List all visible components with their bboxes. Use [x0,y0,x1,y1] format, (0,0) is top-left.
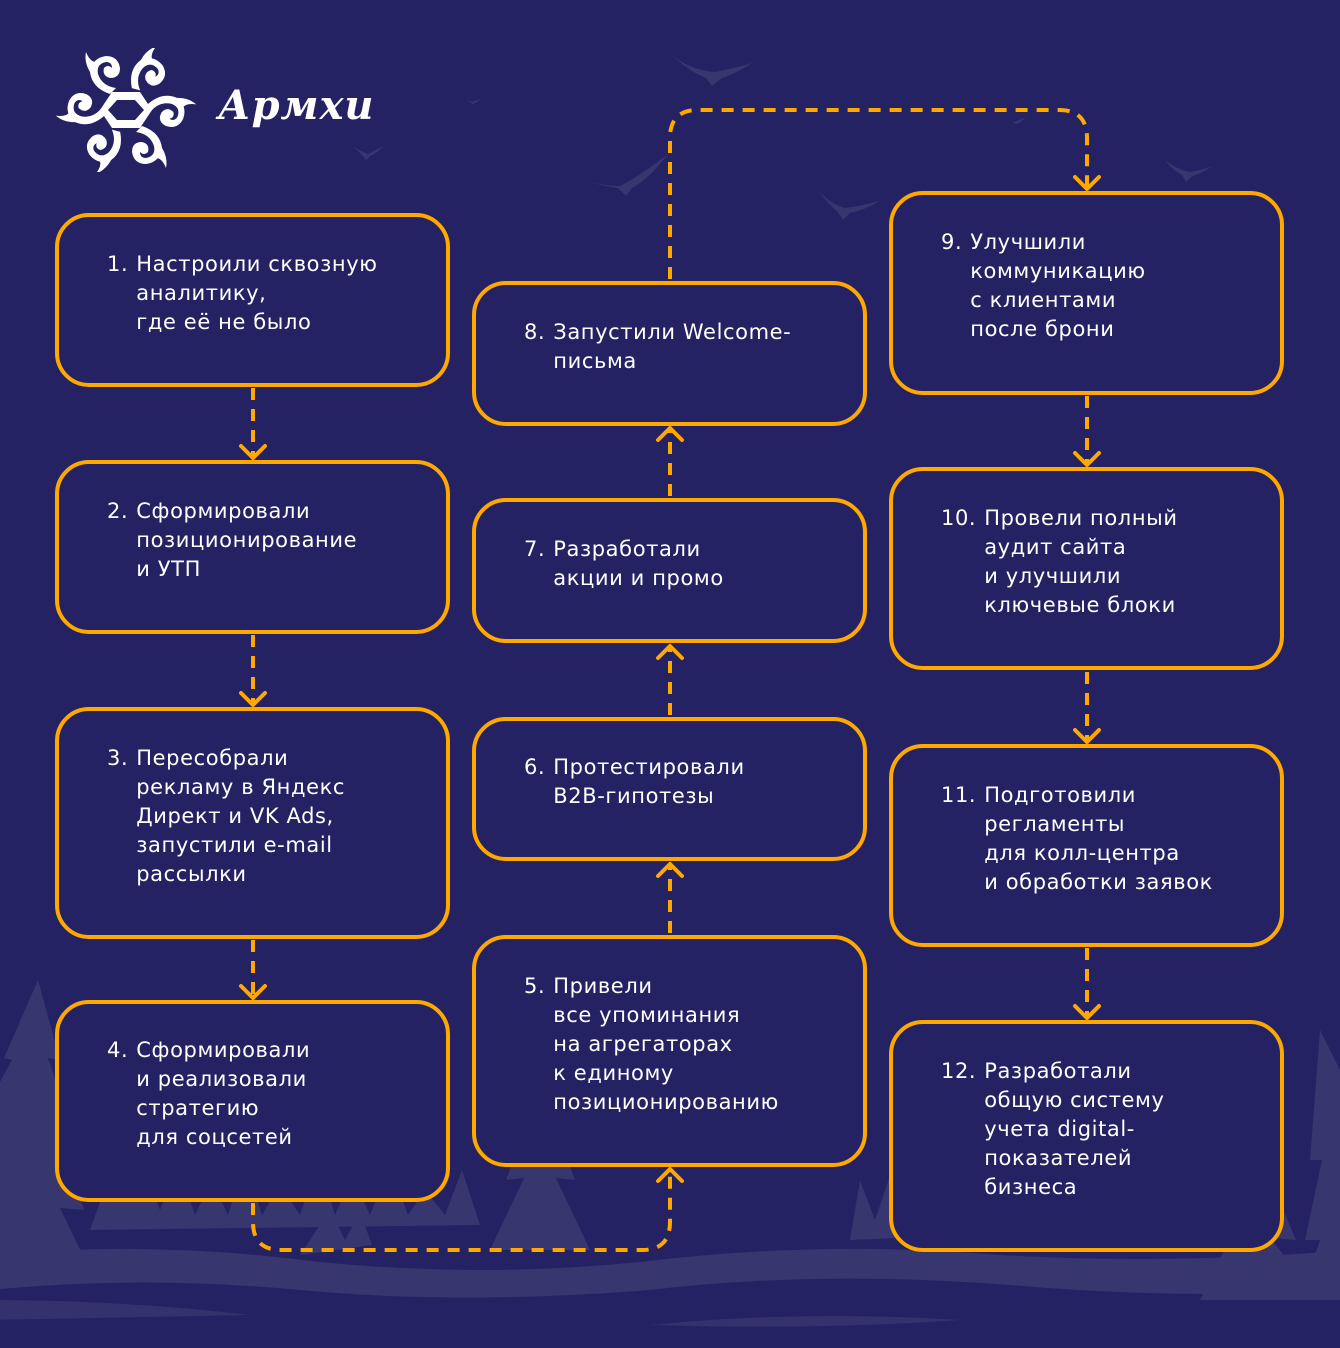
step-number: 4. [107,1038,129,1062]
step-label: Улучшили коммуникацию с клиентами после … [970,230,1146,341]
step-number: 5. [524,973,546,998]
step-number: 3. [107,745,129,770]
step-label: Разработали акции и промо [553,536,724,590]
step-label: Настроили сквозную аналитику, где её не … [136,251,378,334]
step-number: 1. [107,251,129,276]
step-label: Запустили Welcome- письма [553,319,792,373]
step-label: Пересобрали рекламу в Яндекс Директ и VK… [136,745,346,886]
step-6-box: 6. Протестировали B2B-гипотезы [472,717,867,861]
step-12-box: 12. Разработали общую систему учета digit… [889,1020,1284,1252]
step-label: Разработали общую систему учета digital-… [984,1058,1165,1199]
step-9-box: 9. Улучшили коммуникацию с клиентами посл… [889,191,1284,395]
brand-name: Армхи [218,82,375,129]
step-10-box: 10. Провели полный аудит сайта и улучшили… [889,467,1284,670]
step-number: 12. [941,1058,977,1083]
step-label: Провели полный аудит сайта и улучшили кл… [984,505,1178,617]
bird-icon [818,190,880,220]
step-label: Подготовили регламенты для колл-центра и… [984,782,1213,894]
step-3-box: 3. Пересобрали рекламу в Яндекс Директ и … [55,707,450,939]
ornament-logo-icon [55,48,197,172]
bird-icon [1003,116,1026,124]
step-number: 10. [941,505,977,530]
bird-icon [1165,160,1212,182]
step-2-box: 2. Сформировали позиционирование и УТП [55,460,450,634]
step-5-box: 5. Привели все упоминания на агрегаторах … [472,935,867,1167]
step-8-box: 8. Запустили Welcome- письма [472,281,867,426]
step-7-box: 7. Разработали акции и промо [472,498,867,643]
bird-icon [580,154,668,196]
step-number: 6. [524,755,546,779]
step-label: Сформировали позиционирование и УТП [136,498,358,581]
step-number: 8. [524,319,546,344]
step-11-box: 11. Подготовили регламенты для колл-центр… [889,744,1284,947]
bird-icon [462,97,482,104]
step-number: 9. [941,230,963,254]
bird-icon [352,146,384,160]
step-1-box: 1. Настроили сквозную аналитику, где её н… [55,213,450,387]
step-number: 11. [941,782,977,807]
step-number: 7. [524,536,546,561]
step-4-box: 4. Сформировали и реализовали стратегию д… [55,1000,450,1202]
bird-icon [672,55,752,86]
step-number: 2. [107,498,129,523]
step-label: Сформировали и реализовали стратегию для… [136,1038,311,1149]
step-label: Привели все упоминания на агрегаторах к … [553,973,779,1114]
step-label: Протестировали B2B-гипотезы [553,755,745,808]
